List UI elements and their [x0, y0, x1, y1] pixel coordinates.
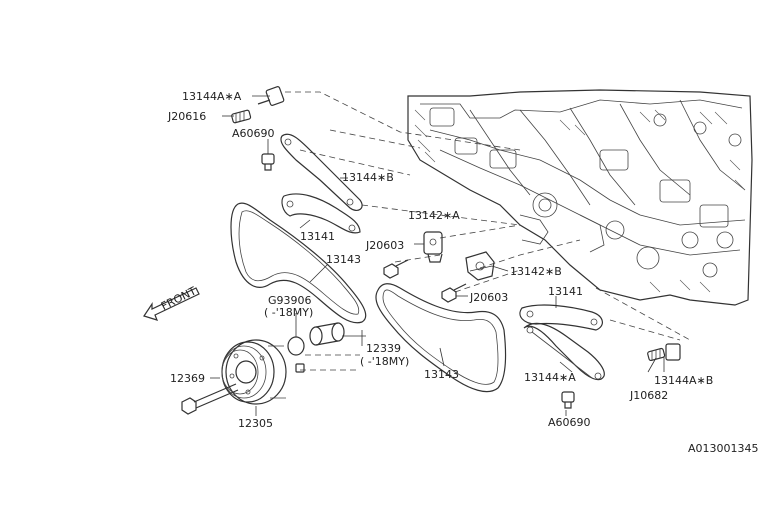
chain-guide-13144B — [280, 133, 363, 212]
label-13142-A: 13142∗A — [408, 209, 460, 222]
label-J20616: J20616 — [167, 110, 206, 123]
engine-block — [407, 89, 753, 306]
label-13142-B: 13142∗B — [510, 265, 562, 278]
timing-chain-13143-lower — [375, 283, 507, 393]
key-pin — [295, 363, 305, 373]
tensioner-13142B — [465, 251, 495, 281]
label-J20603-right: J20603 — [469, 291, 508, 304]
part-A60690-bottom — [561, 391, 575, 409]
bolt-12369 — [181, 383, 239, 415]
part-A60690-top — [261, 153, 275, 171]
chain-guide-13141-left — [281, 193, 361, 234]
label-13144-B: 13144∗B — [342, 171, 394, 184]
chain-guide-13141-right — [519, 304, 603, 331]
label-G93906: G93906 — [268, 294, 312, 307]
label-front: FRONT — [159, 284, 199, 313]
label-G93906-note: ( -'18MY) — [264, 306, 313, 319]
part-13144A-A-top — [257, 86, 285, 106]
front-arrow-icon — [143, 287, 200, 321]
tensioner-13142A — [423, 231, 443, 263]
bolt-J20603-left — [383, 259, 409, 279]
reference-lines — [285, 91, 691, 371]
label-13143-upper: 13143 — [326, 253, 361, 266]
part-J10682 — [647, 347, 666, 362]
crank-pulley-12305 — [221, 339, 287, 405]
part-13144A-B — [665, 343, 681, 361]
o-ring-G93906 — [287, 336, 305, 356]
label-13144A-B: 13144A∗B — [654, 374, 713, 387]
label-13144-A: 13144∗A — [524, 371, 576, 384]
chain-guide-13144A — [523, 322, 605, 381]
label-12339-note: ( -'18MY) — [360, 355, 409, 368]
label-13141-left: 13141 — [300, 230, 335, 243]
part-J20616 — [231, 109, 252, 124]
label-12369: 12369 — [170, 372, 205, 385]
label-A60690-bottom: A60690 — [548, 416, 591, 429]
bolt-J20603-right — [441, 283, 467, 303]
label-A60690-top: A60690 — [232, 127, 275, 140]
label-12339: 12339 — [366, 342, 401, 355]
leader-lines — [210, 95, 665, 416]
label-J20603-left: J20603 — [365, 239, 404, 252]
diagram-code: A013001345 — [688, 442, 759, 455]
label-12305: 12305 — [238, 417, 273, 430]
label-J10682: J10682 — [629, 389, 668, 402]
label-13141-right: 13141 — [548, 285, 583, 298]
sprocket-12339 — [309, 322, 345, 346]
label-13144A-A-top: 13144A∗A — [182, 90, 242, 103]
timing-chain-13143-upper — [230, 202, 367, 324]
label-13143-lower: 13143 — [424, 368, 459, 381]
